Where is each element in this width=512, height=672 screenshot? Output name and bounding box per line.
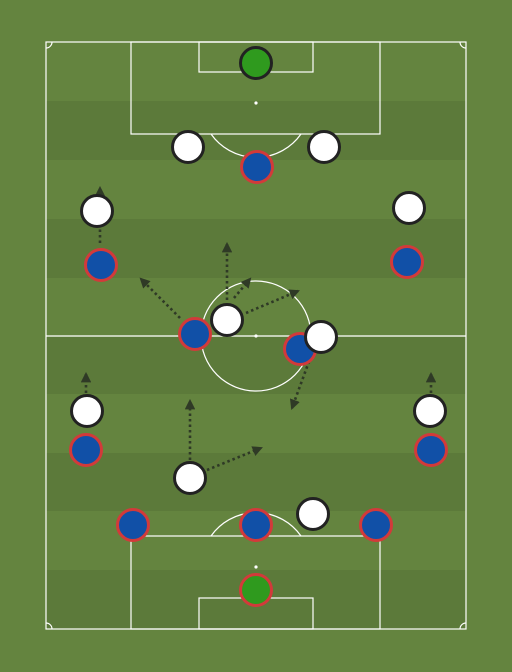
pitch-spots bbox=[254, 101, 258, 569]
away-player bbox=[210, 303, 244, 337]
grass-stripe bbox=[46, 453, 466, 511]
corner-arc bbox=[459, 41, 467, 49]
away-player bbox=[304, 320, 338, 354]
arrow bbox=[233, 277, 252, 299]
home-player bbox=[414, 433, 448, 467]
corner-arc bbox=[45, 622, 53, 630]
arrow bbox=[245, 289, 300, 315]
away-player bbox=[413, 394, 447, 428]
corner-arc bbox=[459, 622, 467, 630]
away-player bbox=[80, 194, 114, 228]
away-player bbox=[392, 191, 426, 225]
away-player bbox=[307, 130, 341, 164]
home-player bbox=[390, 245, 424, 279]
home-player bbox=[69, 433, 103, 467]
home-player bbox=[116, 508, 150, 542]
away-player bbox=[296, 497, 330, 531]
arrow bbox=[206, 446, 263, 472]
away-player bbox=[70, 394, 104, 428]
arrow bbox=[139, 277, 181, 319]
home-player bbox=[240, 150, 274, 184]
away-player bbox=[171, 130, 205, 164]
bottom-penalty-spot bbox=[254, 565, 258, 569]
centre-spot bbox=[254, 334, 258, 338]
away-team-players bbox=[70, 130, 447, 531]
goalkeeper bbox=[239, 46, 273, 80]
home-player bbox=[178, 317, 212, 351]
home-player bbox=[359, 508, 393, 542]
top-penalty-spot bbox=[254, 101, 258, 105]
grass-stripe bbox=[46, 337, 466, 394]
home-player bbox=[84, 248, 118, 282]
goalkeepers bbox=[239, 46, 273, 607]
away-player bbox=[173, 461, 207, 495]
corner-arc bbox=[45, 41, 53, 49]
home-player bbox=[239, 508, 273, 542]
goalkeeper bbox=[239, 573, 273, 607]
arrow bbox=[289, 355, 313, 410]
